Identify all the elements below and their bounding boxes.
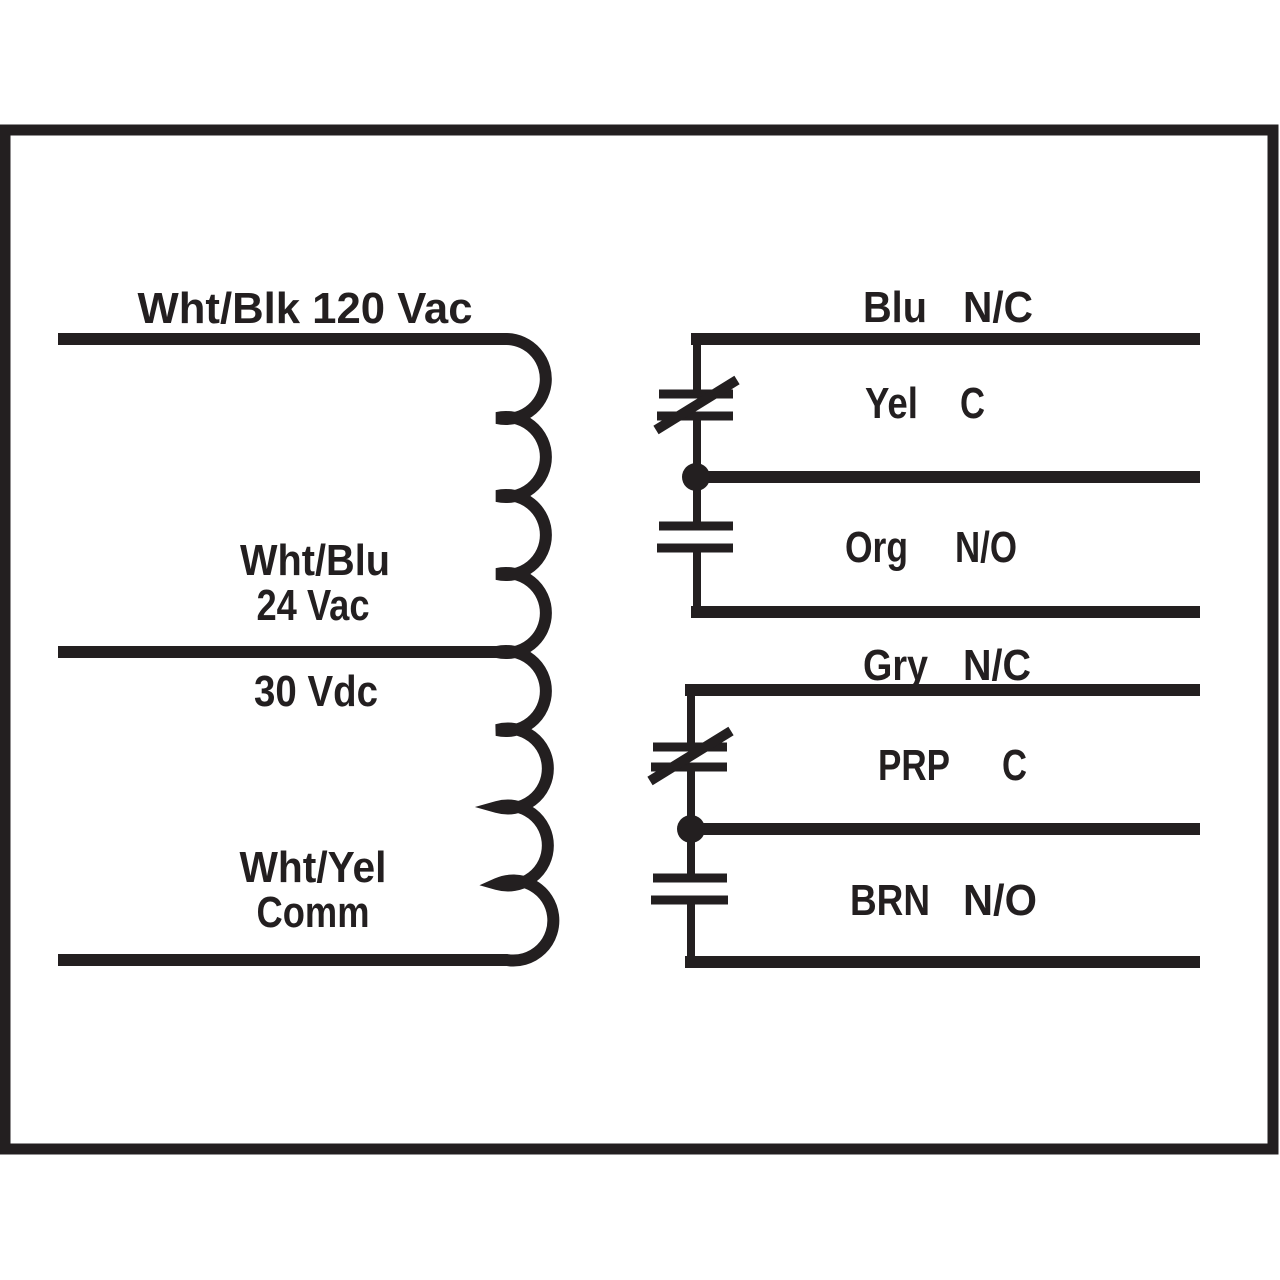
relay1-no-contact-label: N/O <box>955 523 1017 572</box>
relay1-nc-wire-label: Blu <box>863 283 927 332</box>
relay2-nc-wire-label: Gry <box>863 641 928 690</box>
relay2-nc-slash-icon <box>647 726 734 786</box>
secondary-terminal-label-line2: 24 Vac <box>257 581 370 630</box>
relay2-no-wire-label: BRN <box>850 876 930 925</box>
secondary-terminal-label-line3: 30 Vdc <box>254 667 378 716</box>
relay2-nc-contact-label: N/C <box>963 641 1031 690</box>
relay1-c-contact-label: C <box>960 379 985 428</box>
common-terminal-label-line1: Wht/Yel <box>240 843 387 892</box>
relay1-no-wire-label: Org <box>845 523 908 572</box>
relay1-no-contact-icon <box>657 521 733 553</box>
relay1-nc-contact-label: N/C <box>963 283 1033 332</box>
relay2-junction-dot <box>677 815 705 843</box>
relay2-c-wire-label: PRP <box>878 741 950 790</box>
secondary-terminal-label-line1: Wht/Blu <box>240 536 390 585</box>
relay1-c-wire-label: Yel <box>865 379 918 428</box>
relay2-no-contact-label: N/O <box>963 876 1037 925</box>
transformer-winding-coil <box>58 333 560 967</box>
common-terminal-label-line2: Comm <box>257 888 370 937</box>
primary-terminal-label: Wht/Blk 120 Vac <box>138 284 473 333</box>
relay1-junction-dot <box>682 463 710 491</box>
relay2-no-contact-icon <box>651 873 728 905</box>
diagram-frame <box>0 124 1279 1155</box>
relay2-c-contact-label: C <box>1002 741 1027 790</box>
relay1-nc-slash-icon <box>653 375 740 435</box>
